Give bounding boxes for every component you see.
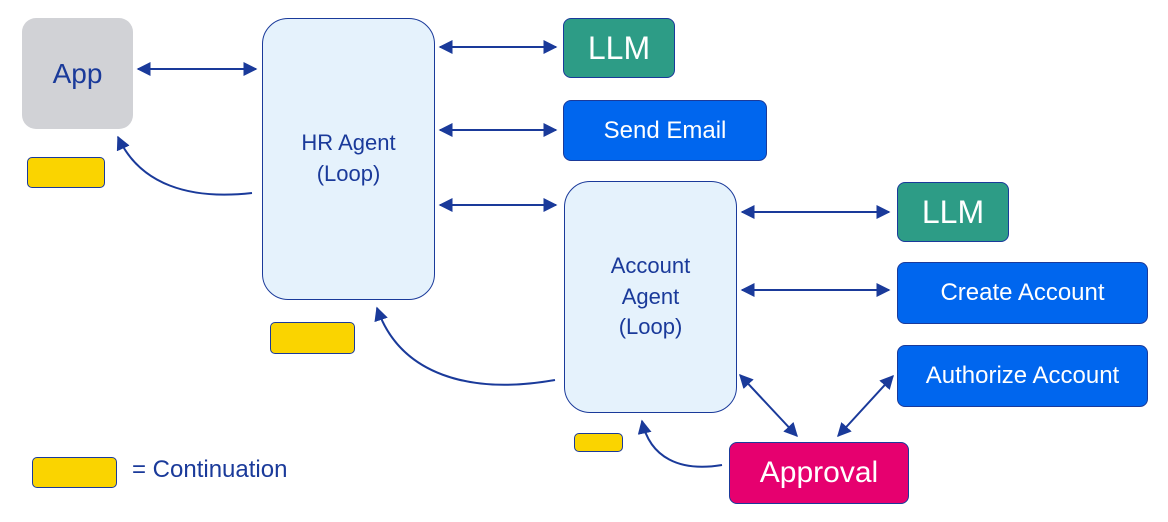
hr-agent-label-line1: HR Agent [301, 130, 396, 156]
hr-agent-label-line2: (Loop) [316, 161, 381, 186]
continuation-marker-account-agent [574, 433, 623, 452]
send-email-label: Send Email [603, 116, 727, 144]
approval-node: Approval [729, 442, 909, 504]
app-node: App [22, 18, 133, 129]
legend-continuation-swatch [32, 457, 117, 488]
llm-hr-label: LLM [587, 29, 651, 66]
llm-node-account: LLM [897, 182, 1009, 242]
authorize-account-label: Authorize Account [925, 362, 1120, 389]
create-account-node: Create Account [897, 262, 1148, 324]
create-account-label: Create Account [940, 279, 1105, 306]
authorize-account-node: Authorize Account [897, 345, 1148, 407]
account-agent-label-line3: (Loop) [618, 314, 683, 340]
account-agent-label-line2: Agent [621, 283, 680, 309]
edge-authorize-account-approval [837, 374, 894, 438]
continuation-arrow-approval-to-account [637, 419, 723, 468]
legend-continuation-label: = Continuation [132, 456, 288, 483]
account-agent-node: Account Agent (Loop) [564, 181, 737, 413]
continuation-marker-app [27, 157, 105, 188]
approval-label: Approval [759, 456, 879, 489]
llm-account-label: LLM [921, 193, 985, 230]
continuation-marker-hr-agent [270, 322, 355, 354]
send-email-node: Send Email [563, 100, 767, 161]
edge-account-agent-approval [739, 373, 798, 438]
continuation-arrow-account-to-hr [374, 306, 556, 386]
account-agent-label-line1: Account [610, 252, 691, 278]
hr-agent-node: HR Agent (Loop) [262, 18, 435, 300]
llm-node-hr: LLM [563, 18, 675, 78]
continuation-arrow-hr-to-app [116, 135, 253, 196]
app-label: App [52, 57, 103, 89]
